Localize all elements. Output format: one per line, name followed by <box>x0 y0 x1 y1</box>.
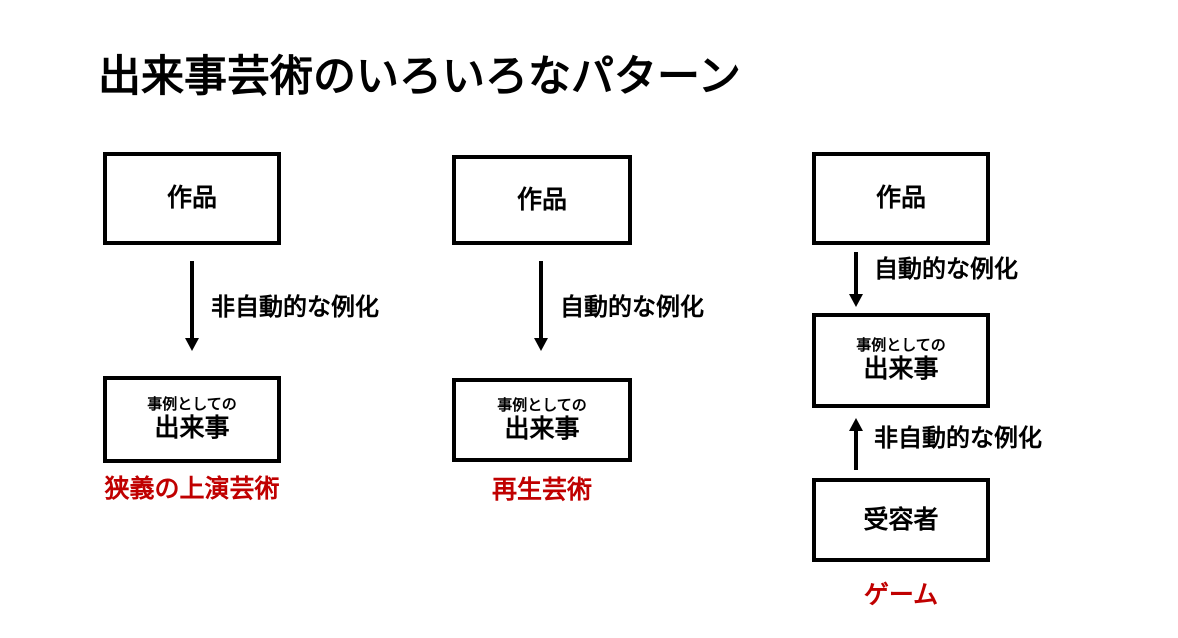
arrow-stem <box>854 252 858 294</box>
node-c3-work: 作品 <box>812 152 990 245</box>
node-label: 受容者 <box>863 505 939 534</box>
node-label: 出来事 <box>154 414 230 443</box>
arrow-head <box>849 294 863 307</box>
arrow-c3-edge-2 <box>845 418 867 470</box>
arrow-c3-edge-1 <box>845 252 867 307</box>
arrow-c1-edge-1 <box>181 261 203 351</box>
page-title: 出来事芸術のいろいろなパターン <box>98 53 741 101</box>
node-label: 出来事 <box>504 414 580 443</box>
node-sublabel: 事例としての <box>856 337 946 354</box>
caption-column-2: 再生芸術 <box>491 476 592 504</box>
caption-column-3: ゲーム <box>863 581 939 609</box>
node-c2-event: 事例としての 出来事 <box>452 378 632 462</box>
node-c3-audience: 受容者 <box>812 478 990 562</box>
arrow-c2-edge-1 <box>530 261 552 351</box>
arrow-head <box>185 338 199 351</box>
node-c2-work: 作品 <box>452 155 632 245</box>
node-label: 作品 <box>516 185 567 214</box>
arrow-stem <box>539 261 543 338</box>
arrow-stem <box>190 261 194 338</box>
node-c3-event: 事例としての 出来事 <box>812 313 990 408</box>
node-sublabel: 事例としての <box>147 396 237 413</box>
node-sublabel: 事例としての <box>497 396 587 414</box>
node-c1-event: 事例としての 出来事 <box>103 376 281 463</box>
node-label: 作品 <box>875 184 926 213</box>
edge-label-c2-edge-1: 自動的な例化 <box>560 294 704 321</box>
node-label: 出来事 <box>863 355 939 384</box>
edge-label-c3-edge-2: 非自動的な例化 <box>874 425 1042 452</box>
edge-label-c1-edge-1: 非自動的な例化 <box>211 294 379 321</box>
arrow-head <box>534 338 548 351</box>
arrow-head <box>849 418 863 431</box>
node-c1-work: 作品 <box>103 152 281 245</box>
caption-column-1: 狭義の上演芸術 <box>104 475 280 503</box>
edge-label-c3-edge-1: 自動的な例化 <box>874 256 1018 283</box>
arrow-stem <box>854 430 858 470</box>
node-label: 作品 <box>166 184 217 213</box>
